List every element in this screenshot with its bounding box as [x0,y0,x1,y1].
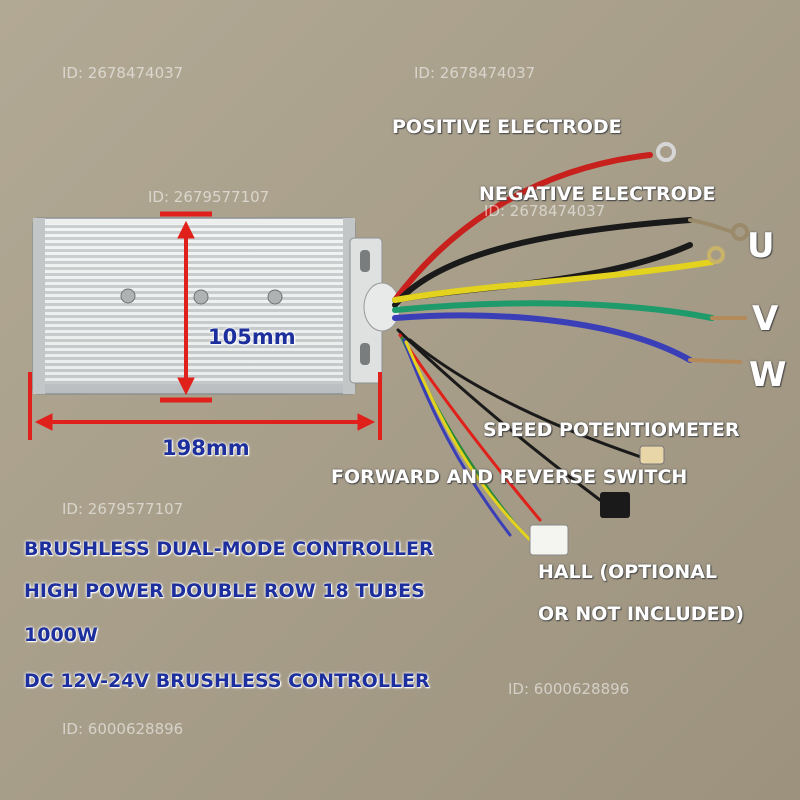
phase-v-label: V [752,299,779,339]
negative-electrode-label: NEGATIVE ELECTRODE [479,183,716,205]
description-line-4: DC 12V-24V BRUSHLESS CONTROLLER [24,670,430,692]
wire-bundle [392,142,749,542]
width-dimension [28,372,382,440]
width-dimension-label: 198mm [162,436,250,460]
description-line-1: BRUSHLESS DUAL-MODE CONTROLLER [24,538,434,560]
height-dimension [160,211,212,403]
phase-u-label: U [747,226,775,266]
controller-housing [32,217,401,395]
reverse-switch-label: FORWARD AND REVERSE SWITCH [331,466,688,488]
watermark-id: ID: 6000628896 [508,680,630,698]
watermark-id: ID: 6000628896 [62,720,184,738]
description-line-2: HIGH POWER DOUBLE ROW 18 TUBES [24,580,425,602]
watermark-id: ID: 2678474037 [414,64,536,82]
speed-potentiometer-label: SPEED POTENTIOMETER [483,419,740,441]
speed-potentiometer-connector [639,445,665,465]
positive-electrode-label: POSITIVE ELECTRODE [392,116,622,138]
watermark-id: ID: 2678474037 [62,64,184,82]
description-line-3: 1000W [24,624,98,646]
watermark-id: ID: 2678474037 [484,202,606,220]
height-dimension-label: 105mm [208,325,296,349]
reverse-switch-connector [600,492,630,518]
watermark-id: ID: 2679577107 [148,188,270,206]
phase-w-label: W [749,355,787,395]
hall-label-line1: HALL (OPTIONAL [538,561,718,583]
watermark-id: ID: 2679577107 [62,500,184,518]
hall-connector [529,524,569,556]
hall-label-line2: OR NOT INCLUDED) [538,603,745,625]
